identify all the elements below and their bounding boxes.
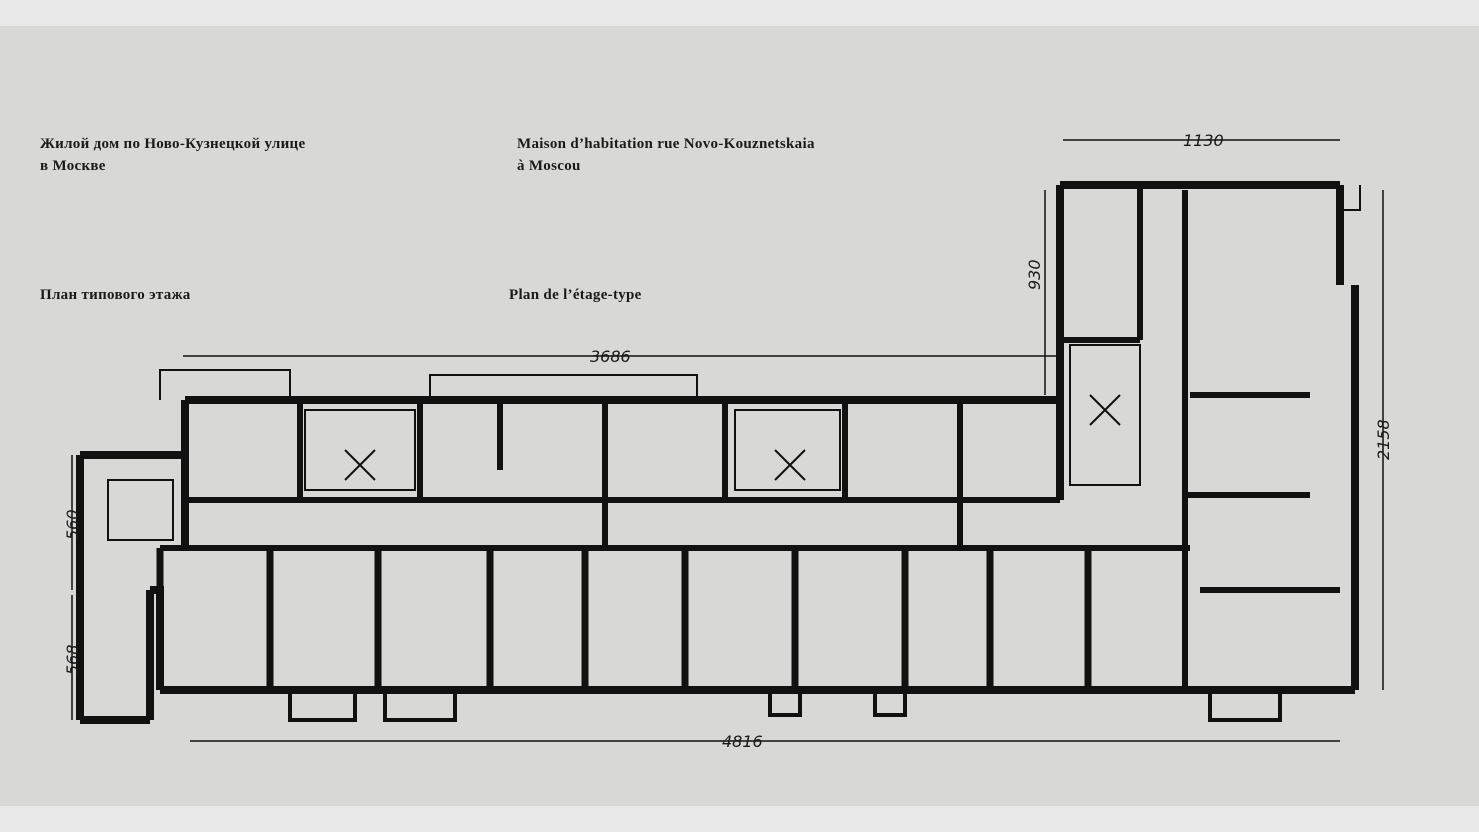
subtitle-ru: План типового этажа: [40, 287, 191, 303]
dim-4816: 4816: [722, 732, 763, 751]
title-ru-line1: Жилой дом по Ново-Кузнецкой улице: [40, 136, 306, 152]
title-ru-line2: в Москве: [40, 158, 106, 174]
dim-3686: 3686: [590, 347, 631, 366]
dim-2158: 2158: [1374, 419, 1393, 460]
title-fr-line2: à Moscou: [517, 158, 581, 174]
scanned-page: [0, 26, 1479, 806]
stairwells: [107, 344, 1141, 541]
dimension-lines: [71, 139, 1384, 742]
dim-930: 930: [1025, 259, 1044, 290]
dim-568: 568: [63, 644, 82, 675]
dim-1130: 1130: [1183, 131, 1224, 150]
title-fr-line1: Maison d’habitation rue Novo-Kouznetskai…: [517, 136, 815, 152]
dim-560: 560: [63, 509, 82, 540]
subtitle-fr: Plan de l’étage-type: [509, 287, 642, 303]
title-fr: Maison d’habitation rue Novo-Kouznetskai…: [517, 133, 815, 177]
walls: [76, 181, 1361, 724]
title-ru: Жилой дом по Ново-Кузнецкой улице в Моск…: [40, 133, 305, 177]
